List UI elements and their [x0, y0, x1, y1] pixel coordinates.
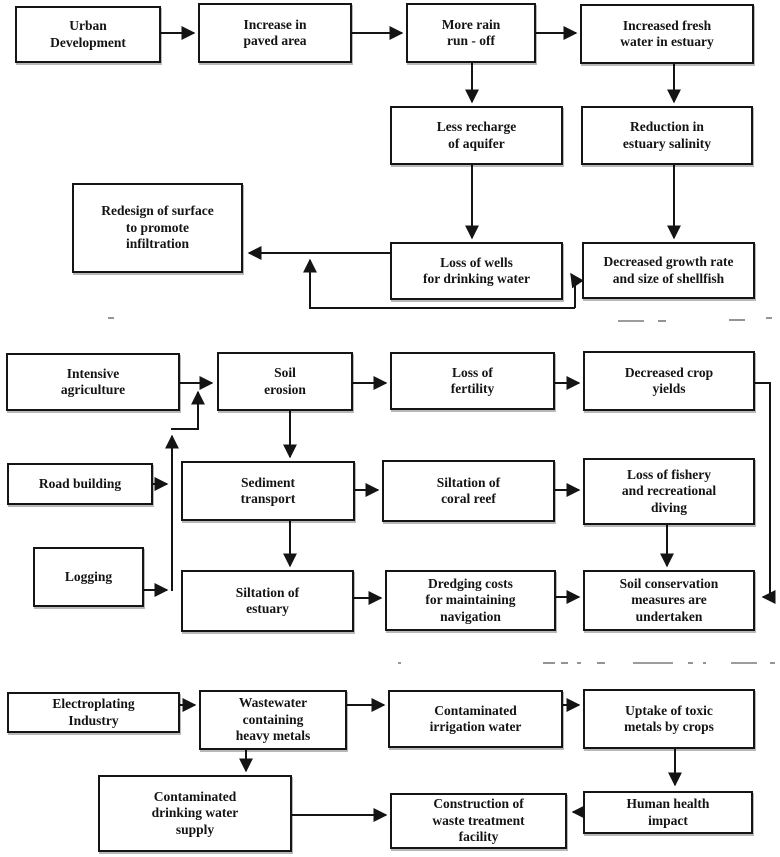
- node-decreased-shellfish: Decreased growth rate and size of shellf…: [582, 242, 755, 299]
- node-wastewater-heavy-metals: Wastewater containing heavy metals: [199, 690, 347, 750]
- node-soil-conservation: Soil conservation measures are undertake…: [583, 570, 755, 631]
- node-loss-of-wells: Loss of wells for drinking water: [390, 242, 563, 300]
- node-dredging-costs: Dredging costs for maintaining navigatio…: [385, 570, 556, 631]
- node-sediment-transport: Sediment transport: [181, 461, 355, 521]
- node-contaminated-irrigation: Contaminated irrigation water: [388, 690, 563, 748]
- edges-urban-section: [161, 26, 681, 309]
- edges-agriculture-section: [144, 376, 776, 605]
- node-loss-of-fertility: Loss of fertility: [390, 352, 555, 410]
- node-urban-development: Urban Development: [15, 6, 161, 63]
- node-less-recharge-aquifer: Less recharge of aquifer: [390, 106, 563, 165]
- section-separator-artifacts: [108, 317, 775, 664]
- node-increase-paved-area: Increase in paved area: [198, 3, 352, 63]
- node-logging: Logging: [33, 547, 144, 607]
- node-more-rain-runoff: More rain run - off: [406, 3, 536, 63]
- node-redesign-surface: Redesign of surface to promote infiltrat…: [72, 183, 243, 273]
- node-increased-fresh-water: Increased fresh water in estuary: [580, 4, 754, 64]
- node-human-health-impact: Human health impact: [583, 791, 753, 834]
- node-loss-of-fishery: Loss of fishery and recreational diving: [583, 458, 755, 525]
- node-soil-erosion: Soil erosion: [217, 352, 353, 411]
- node-decreased-crop-yields: Decreased crop yields: [583, 351, 755, 411]
- node-siltation-coral-reef: Siltation of coral reef: [382, 460, 555, 522]
- node-construction-waste-treatment: Construction of waste treatment facility: [390, 793, 567, 849]
- node-uptake-toxic-metals: Uptake of toxic metals by crops: [583, 689, 755, 749]
- node-siltation-estuary: Siltation of estuary: [181, 570, 354, 632]
- node-electroplating-industry: Electroplating Industry: [7, 692, 180, 733]
- node-reduction-estuary-salinity: Reduction in estuary salinity: [581, 106, 753, 165]
- node-intensive-agriculture: Intensive agriculture: [6, 353, 180, 411]
- node-road-building: Road building: [7, 463, 153, 505]
- edges-industry-section: [180, 698, 682, 822]
- node-contaminated-drinking: Contaminated drinking water supply: [98, 775, 292, 852]
